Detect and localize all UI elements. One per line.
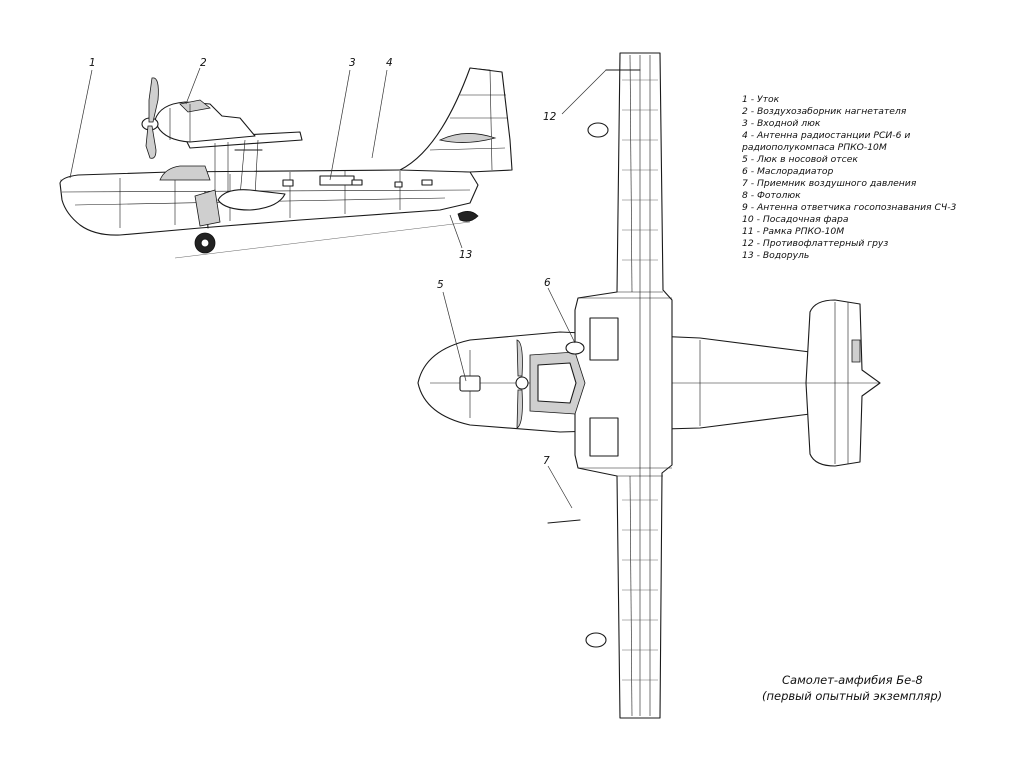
legend-item: 6 - Маслорадиатор [742, 166, 833, 177]
callout-12: 12 [543, 111, 557, 123]
legend-item: 10 - Посадочная фара [742, 214, 849, 225]
legend-item: 12 - Противофлаттерный груз [742, 238, 888, 249]
callout-1: 1 [89, 57, 96, 69]
side-engine [141, 77, 256, 159]
drawing-title: Самолет-амфибия Бе-8 (первый опытный экз… [762, 673, 942, 703]
legend-item: 1 - Уток [742, 94, 780, 105]
callout-7: 7 [543, 455, 550, 467]
legend-item: 7 - Приемник воздушного давления [742, 178, 917, 189]
legend-item: 13 - Водоруль [742, 250, 809, 261]
legend-item: 11 - Рамка РПКО-10М [742, 226, 844, 237]
side-landing-gear [194, 189, 221, 254]
callout-numbers: 1 2 3 4 13 5 6 7 12 [89, 57, 557, 467]
legend: 1 - Уток 2 - Воздухозаборник нагнетателя… [741, 94, 957, 261]
side-float [217, 189, 286, 211]
legend-item: 5 - Люк в носовой отсек [742, 154, 858, 165]
side-tail-fin [399, 67, 513, 222]
top-engine [515, 339, 586, 429]
title-line-1: Самолет-амфибия Бе-8 [782, 673, 923, 687]
legend-item: 3 - Входной люк [742, 118, 821, 129]
side-view [59, 67, 513, 259]
leader-lines [69, 67, 607, 509]
callout-6: 6 [544, 277, 551, 289]
callout-3: 3 [349, 57, 356, 69]
legend-item: 8 - Фотолюк [742, 190, 801, 201]
side-wing [184, 131, 303, 197]
top-wing [547, 52, 673, 719]
callout-13: 13 [459, 249, 472, 261]
callout-4: 4 [386, 57, 393, 69]
title-line-2: (первый опытный экземпляр) [762, 689, 942, 703]
legend-item: 2 - Воздухозаборник нагнетателя [742, 106, 907, 117]
legend-item: радиополукомпаса РПКО-10М [741, 142, 887, 153]
legend-item: 4 - Антенна радиостанции РСИ-6 и [742, 130, 910, 141]
callout-2: 2 [200, 57, 207, 69]
top-view [417, 52, 881, 719]
callout-5: 5 [437, 279, 444, 291]
legend-item: 9 - Антенна ответчика госопознавания СЧ-… [742, 202, 957, 213]
top-tailplane [805, 299, 881, 467]
